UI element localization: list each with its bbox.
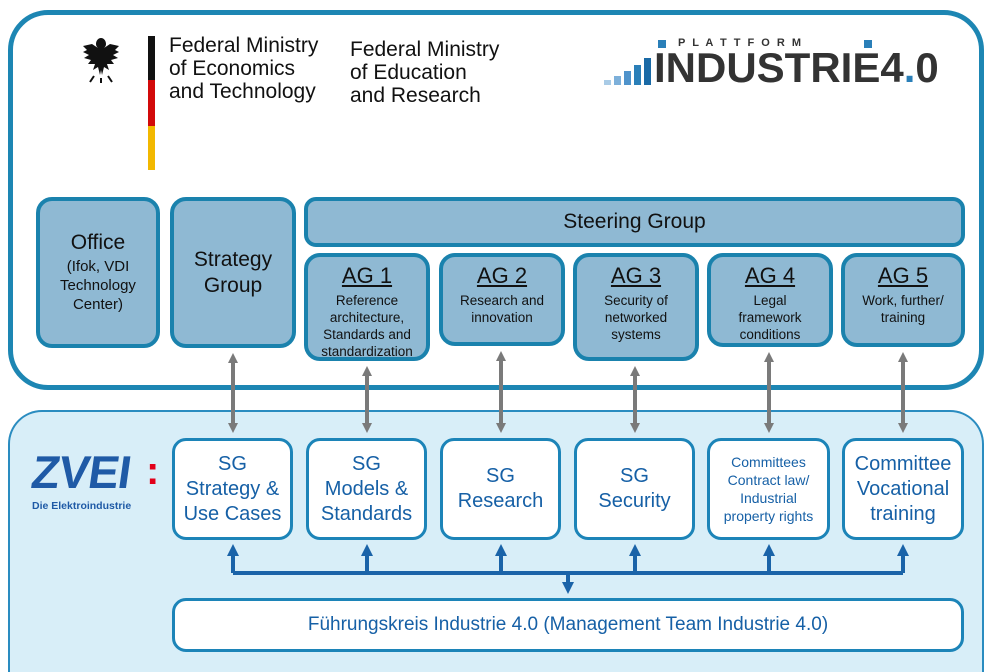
ag-title: AG 2 <box>476 263 528 288</box>
plattform-label: P L A T T F O R M <box>678 37 804 49</box>
sg-box: SG Strategy & Use Cases <box>172 438 293 540</box>
sg-box: SG Models & Standards <box>306 438 427 540</box>
sg-box: Committees Contract law/ Industrial prop… <box>707 438 830 540</box>
sg-text: SG Research <box>457 465 544 512</box>
logo-square-right <box>864 40 872 48</box>
steering-group-box: Steering Group <box>304 197 965 247</box>
zvei-colon: : <box>146 449 160 493</box>
ministry-economics: Federal Ministry of Economics and Techno… <box>169 34 319 103</box>
office-title: Office <box>70 231 126 254</box>
steering-group-title: Steering Group <box>563 210 706 233</box>
logo-bar-4 <box>634 65 641 85</box>
logo-square-left <box>658 40 666 48</box>
strategy-group-box: Strategy Group <box>170 197 296 348</box>
sg-box: Committee Vocational training <box>842 438 964 540</box>
sg-box: SG Research <box>440 438 561 540</box>
ag-text: Research and innovation <box>459 293 545 325</box>
ag-text: Reference architecture, Standards and st… <box>321 293 413 359</box>
logo-bar-3 <box>624 71 631 85</box>
flag-stripe-red <box>148 80 155 126</box>
zvei-logo: ZVEI : Die Elektroindustrie <box>28 446 172 518</box>
ag-box: AG 5 Work, further/ training <box>841 253 965 347</box>
management-team-text: Führungskreis Industrie 4.0 (Management … <box>307 614 829 635</box>
sg-text: Committees Contract law/ Industrial prop… <box>723 454 814 524</box>
ministry-education: Federal Ministry of Education and Resear… <box>350 38 500 107</box>
ag-box: AG 2 Research and innovation <box>439 253 565 346</box>
logo-bar-2 <box>614 76 621 85</box>
sg-box: SG Security <box>574 438 695 540</box>
ag-box: AG 4 Legal framework conditions <box>707 253 833 347</box>
ag-text: Legal framework conditions <box>738 293 802 342</box>
ag-text: Work, further/ training <box>862 293 944 325</box>
sg-text: SG Models & Standards <box>320 452 413 525</box>
office-detail: (Ifok, VDI Technology Center) <box>60 258 136 313</box>
management-team-box: Führungskreis Industrie 4.0 (Management … <box>172 598 964 652</box>
federal-eagle-icon <box>83 38 119 83</box>
logo-bar-5 <box>644 58 651 85</box>
ag-box: AG 3 Security of networked systems <box>573 253 699 361</box>
office-box: Office (Ifok, VDI Technology Center) <box>36 197 160 348</box>
ag-title: AG 3 <box>610 263 662 288</box>
flag-stripe-gold <box>148 126 155 170</box>
sg-text: SG Security <box>598 465 671 512</box>
industrie-wordmark: INDUSTRIE4.0 <box>654 44 939 91</box>
flag-stripe-black <box>148 36 155 80</box>
zvei-tagline: Die Elektroindustrie <box>32 500 132 512</box>
industrie40-logo: P L A T T F O R M INDUSTRIE4.0 <box>604 37 966 100</box>
logo-bar-1 <box>604 80 611 85</box>
ag-title: AG 1 <box>341 263 393 288</box>
sg-text: SG Strategy & Use Cases <box>183 452 282 525</box>
ag-box: AG 1 Reference architecture, Standards a… <box>304 253 430 361</box>
sg-text: Committee Vocational training <box>854 452 952 525</box>
ag-title: AG 4 <box>744 263 796 288</box>
ag-text: Security of networked systems <box>604 293 668 342</box>
strategy-group-title: Strategy Group <box>193 248 273 297</box>
ag-title: AG 5 <box>877 263 929 288</box>
